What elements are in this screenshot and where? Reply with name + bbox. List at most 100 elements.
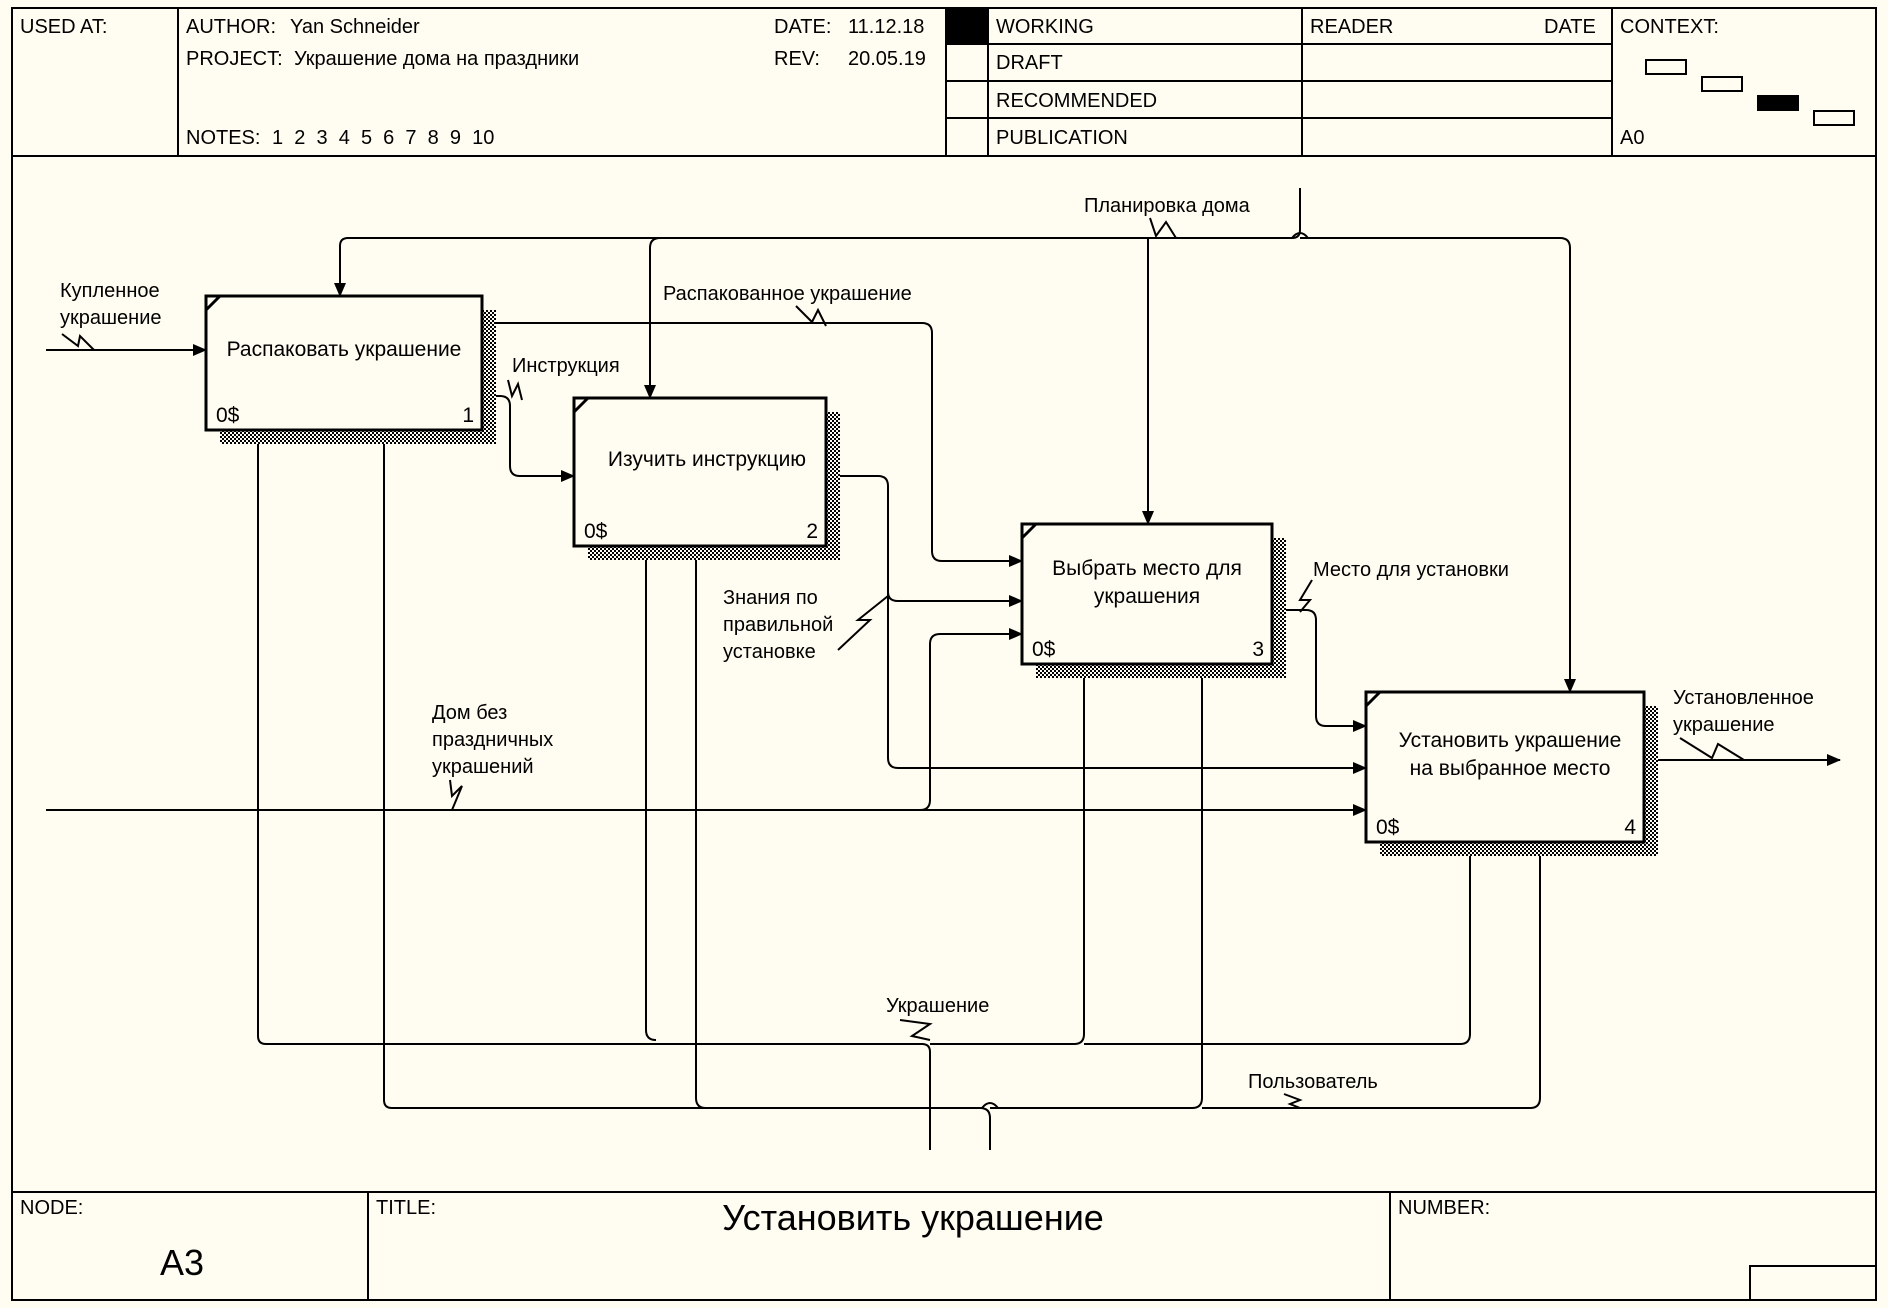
- activity-box-2[interactable]: Изучить инструкцию 0$ 2: [572, 396, 840, 560]
- label-house-plan: Планировка дома: [1084, 195, 1251, 217]
- number-label: NUMBER:: [1398, 1197, 1490, 1219]
- box-label: на выбранное место: [1410, 757, 1611, 780]
- footer-frame: [11, 1191, 1877, 1301]
- context-label: CONTEXT:: [1620, 16, 1719, 38]
- project-value: Украшение дома на праздники: [294, 48, 579, 70]
- squiggle-installed: [1679, 737, 1745, 761]
- context-box-3-current: [1757, 95, 1799, 111]
- context-box-2: [1701, 76, 1743, 92]
- arrow-decor-bus: [252, 429, 931, 1150]
- notes-label: NOTES:: [186, 127, 260, 149]
- status-working: WORKING: [996, 16, 1094, 38]
- activity-box-1[interactable]: Распаковать украшение 0$ 1: [204, 294, 496, 444]
- label-installed: Установленное украшение: [1673, 687, 1819, 736]
- diagram-title: Установить украшение: [722, 1197, 1104, 1238]
- box-cost: 0$: [216, 404, 240, 427]
- squiggle-user: [1283, 1093, 1303, 1109]
- arrow-plan-to-2: [644, 237, 661, 399]
- box-corner-mark: [204, 294, 222, 312]
- used-at-label: USED AT:: [20, 16, 107, 38]
- label-decoration: Украшение: [886, 995, 989, 1017]
- author-label: AUTHOR:: [186, 16, 276, 38]
- arrow-labels: Купленное украшение Планировка дома Расп…: [60, 195, 1819, 1093]
- arrows-layer: [46, 188, 1841, 1150]
- notes-value: 1 2 3 4 5 6 7 8 9 10: [272, 127, 494, 149]
- date-value: 11.12.18: [848, 16, 924, 38]
- box-corner-mark: [1364, 690, 1382, 708]
- reader-date-label: DATE: [1544, 16, 1596, 38]
- arrow-house-to-3: [919, 628, 1023, 811]
- squiggle-knowledge: [837, 595, 889, 651]
- arrow-user-to-3: [990, 663, 1208, 1109]
- node-label: NODE:: [20, 1197, 83, 1219]
- box-border: [1364, 690, 1646, 844]
- arrow-decor-to-3: [930, 663, 1090, 1045]
- box-cost: 0$: [1032, 638, 1056, 661]
- label-house-no-decor: Дом без праздничных украшений: [432, 702, 559, 778]
- squiggle-unpacked: [795, 305, 827, 327]
- activity-box-3[interactable]: Выбрать место для украшения 0$ 3: [1020, 522, 1286, 678]
- squiggle-house: [449, 779, 463, 811]
- status-recommended: RECOMMENDED: [996, 90, 1157, 112]
- rev-value: 20.05.19: [848, 48, 926, 70]
- arrow-user-to-4: [1202, 841, 1546, 1109]
- rev-label: REV:: [774, 48, 820, 70]
- box-border: [1020, 522, 1274, 666]
- context-thumbnail: [1645, 59, 1855, 126]
- box-corner-mark: [1020, 522, 1038, 540]
- squiggle-plan: [1149, 217, 1177, 239]
- arrow-knowledge-to-4: [887, 592, 1367, 774]
- date-label: DATE:: [774, 16, 831, 38]
- branch-tick-plan: [1291, 232, 1309, 239]
- status-working-marker: [947, 9, 987, 44]
- reader-label: READER: [1310, 16, 1393, 38]
- context-node: A0: [1620, 127, 1644, 149]
- box-cost: 0$: [1376, 816, 1400, 839]
- squiggle-decoration: [899, 1019, 933, 1041]
- box-label: Распаковать украшение: [227, 338, 462, 361]
- box-label: Изучить инструкцию: [608, 448, 806, 471]
- squiggle-place: [1298, 579, 1313, 613]
- label-user: Пользователь: [1248, 1071, 1378, 1093]
- box-border: [572, 396, 828, 548]
- squiggle-bought: [61, 333, 95, 351]
- box-border: [204, 294, 484, 432]
- box-number: 3: [1252, 638, 1264, 661]
- box-label: украшения: [1094, 585, 1200, 608]
- branch-tick-user: [981, 1102, 999, 1109]
- title-label: TITLE:: [376, 1197, 436, 1219]
- arrow-user-to-2: [690, 545, 707, 1109]
- box-number: 1: [462, 404, 474, 427]
- label-bought: Купленное украшение: [60, 280, 165, 329]
- arrow-instruction-to-2: [482, 395, 575, 482]
- project-label: PROJECT:: [186, 48, 283, 70]
- arrow-plan-to-4: [1300, 237, 1576, 693]
- activity-box-4[interactable]: Установить украшение на выбранное место 0$…: [1364, 690, 1658, 856]
- status-draft: DRAFT: [996, 52, 1063, 74]
- arrow-place-to-4: [1272, 609, 1367, 732]
- box-corner-mark: [572, 396, 590, 414]
- label-place: Место для установки: [1313, 559, 1509, 581]
- context-box-1: [1645, 59, 1687, 75]
- box-label: Выбрать место для: [1052, 557, 1242, 580]
- arrow-decor-to-4: [1084, 841, 1476, 1045]
- node-value: A3: [160, 1242, 204, 1283]
- arrow-knowledge-to-3: [826, 475, 1023, 607]
- box-number: 2: [806, 520, 818, 543]
- squiggles-layer: [61, 217, 1745, 1109]
- box-label: Установить украшение: [1399, 729, 1622, 752]
- status-publication: PUBLICATION: [996, 127, 1128, 149]
- label-knowledge: Знания по правильной установке: [723, 587, 839, 663]
- label-unpacked: Распакованное украшение: [663, 283, 912, 305]
- arrow-user-bus: [378, 429, 991, 1150]
- arrow-decor-to-2: [640, 545, 657, 1041]
- box-number: 4: [1624, 816, 1636, 839]
- context-box-4: [1813, 110, 1855, 126]
- label-instruction: Инструкция: [512, 355, 620, 377]
- arrow-unpacked-to-3: [482, 322, 1023, 567]
- squiggle-instruction: [507, 379, 523, 401]
- author-value: Yan Schneider: [290, 16, 420, 38]
- box-cost: 0$: [584, 520, 608, 543]
